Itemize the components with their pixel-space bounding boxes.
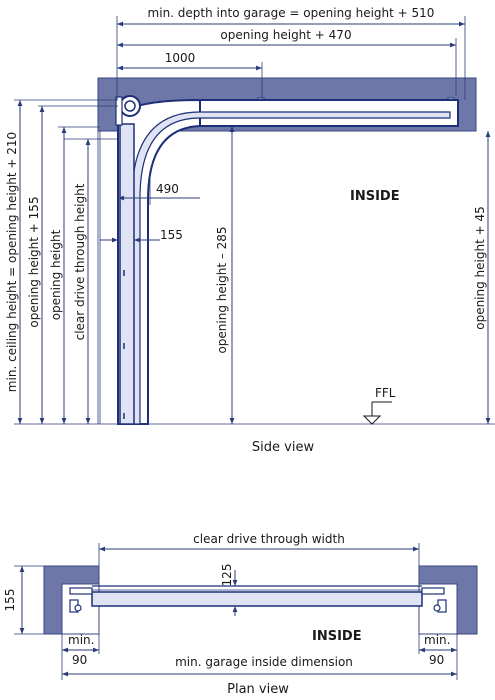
- plan-view: clear drive through width 125 155 INSIDE…: [3, 532, 478, 697]
- label-inside-plan: INSIDE: [312, 629, 362, 644]
- caption-plan-view: Plan view: [227, 682, 289, 697]
- label-right-90: 90: [429, 653, 444, 667]
- ffl-marker: FFL: [362, 386, 396, 425]
- plan-bracket-right: [421, 587, 447, 613]
- label-opening-plus-155: opening height + 155: [27, 196, 41, 327]
- plan-bracket-left: [69, 587, 93, 613]
- label-ffl: FFL: [375, 386, 396, 400]
- label-clear-drive-height: clear drive through height: [73, 183, 87, 340]
- label-opening-plus-470: opening height + 470: [220, 28, 351, 42]
- label-490: 490: [156, 182, 179, 196]
- drum-bracket: [115, 96, 123, 126]
- label-inside-side: INSIDE: [350, 189, 400, 204]
- label-opening-plus-45: opening height + 45: [473, 206, 487, 330]
- vertical-door-panel: [119, 123, 135, 425]
- label-opening-minus-285: opening height – 285: [215, 226, 229, 353]
- label-155: 155: [160, 228, 183, 242]
- label-clear-width: clear drive through width: [193, 532, 345, 546]
- spring-drum-hub: [124, 100, 136, 112]
- label-1000: 1000: [165, 51, 196, 65]
- label-opening-height: opening height: [49, 229, 63, 320]
- label-right-min: min.: [424, 633, 450, 647]
- label-min-ceiling: min. ceiling height = opening height + 2…: [5, 132, 19, 392]
- caption-side-view: Side view: [252, 440, 315, 455]
- label-125: 125: [220, 564, 234, 587]
- label-155-plan: 155: [3, 589, 17, 612]
- label-left-90: 90: [72, 653, 87, 667]
- side-view: min. depth into garage = opening height …: [5, 6, 495, 455]
- label-min-garage-inside: min. garage inside dimension: [175, 655, 353, 669]
- label-min-depth: min. depth into garage = opening height …: [148, 6, 435, 20]
- label-left-min: min.: [68, 633, 94, 647]
- plan-door-panel: [91, 591, 423, 607]
- door-panel-curve: [131, 111, 451, 425]
